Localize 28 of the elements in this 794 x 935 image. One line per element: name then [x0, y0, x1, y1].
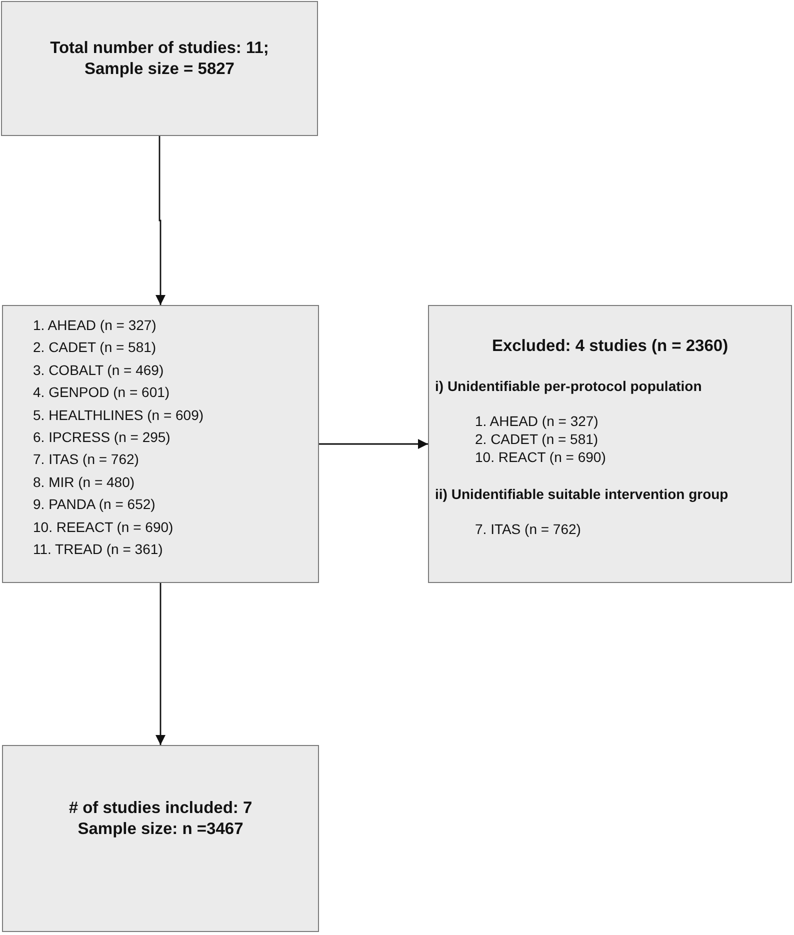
list-item: 10. REACT (n = 690) [474, 448, 607, 466]
heading-text: Sample size: n =3467 [76, 819, 244, 840]
list-item: 11. TREAD (n = 361) [33, 540, 164, 560]
heading-text: Total number of studies: 11; Sample size = 5827 [49, 38, 270, 80]
start-box [1, 1, 318, 136]
list-item: 2. CADET (n = 581) [33, 338, 158, 358]
list-item: 7. ITAS (n = 762) [474, 520, 582, 538]
list-item: 7. ITAS (n = 762) [33, 450, 140, 470]
list-item: 5. HEALTHLINES (n = 609) [33, 406, 205, 425]
list-item: 3. COBALT (n = 469) [33, 360, 165, 380]
list-item: 9. PANDA (n = 652) [33, 495, 156, 514]
list-item: 6. IPCRESS (n = 295) [33, 428, 172, 448]
arrow [156, 136, 166, 305]
list-item: 1. AHEAD (n = 327) [474, 412, 600, 430]
heading-text: i) Unidentifiable per-protocol population [435, 378, 703, 394]
arrow [319, 439, 428, 449]
arrow [156, 583, 166, 745]
exclusion-box [428, 305, 792, 583]
heading-text: # of studies included: 7 [68, 798, 254, 819]
list-item: 8. MIR (n = 480) [33, 472, 136, 492]
heading-text: ii) Unidentifiable suitable intervention group [435, 486, 730, 502]
result-box [2, 745, 319, 932]
list-item: 4. GENPOD (n = 601) [33, 383, 171, 402]
list-item: 2. CADET (n = 581) [474, 430, 600, 448]
list-item: 1. AHEAD (n = 327) [33, 316, 158, 335]
heading-text: Excluded: 4 studies (n = 2360) [490, 337, 730, 356]
list-item: 10. REEACT (n = 690) [33, 518, 174, 537]
process-box [2, 305, 319, 583]
